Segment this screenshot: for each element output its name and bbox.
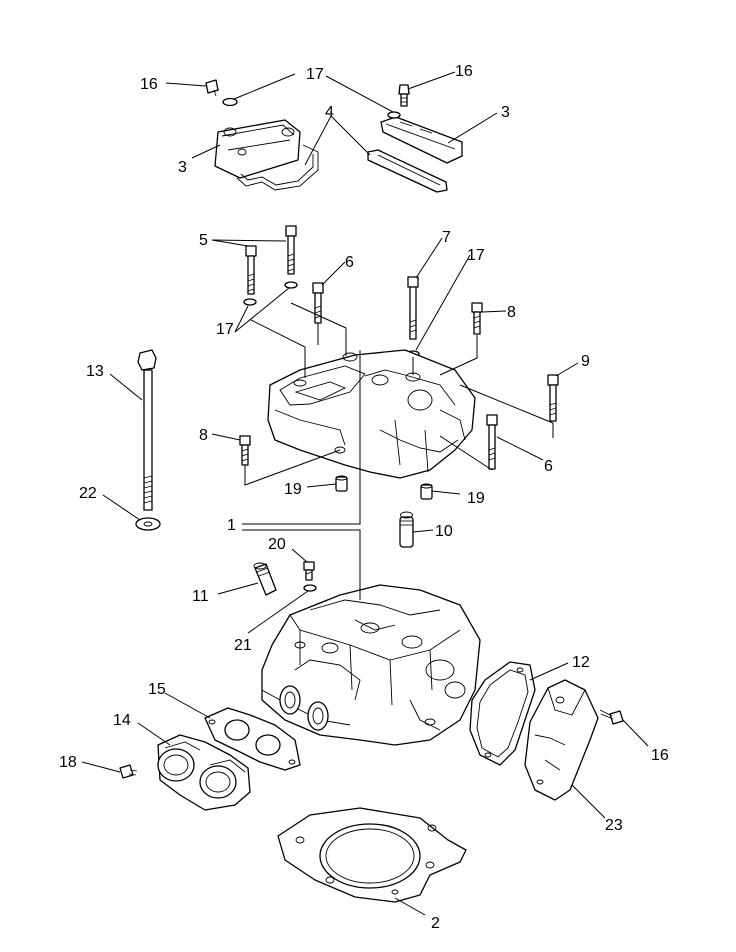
- callout-7: 7: [442, 229, 451, 246]
- washer-21: [303, 584, 317, 592]
- callout-20: 20: [268, 536, 286, 553]
- cylinder-head: [261, 584, 481, 746]
- callout-22: 22: [79, 485, 97, 502]
- bolt-7: [407, 276, 419, 340]
- callout-8-upper: 8: [507, 304, 516, 321]
- valve-cover-right: [380, 116, 463, 164]
- callout-14: 14: [113, 712, 131, 729]
- callout-3-right: 3: [501, 104, 510, 121]
- callout-17-top: 17: [306, 66, 324, 83]
- washer-17-top-left: [222, 97, 238, 107]
- bolt-16-lower: [599, 709, 624, 725]
- valve-cover-gasket-left: [236, 144, 319, 191]
- callout-17-right: 17: [467, 247, 485, 264]
- bolt-16-top-left: [205, 79, 220, 97]
- bolt-8-lower: [239, 435, 251, 466]
- bolt-18: [119, 764, 138, 779]
- camshaft-carrier: [267, 349, 476, 479]
- washer-17-b: [284, 281, 298, 289]
- callout-2: 2: [431, 915, 440, 932]
- callout-19-right: 19: [467, 490, 485, 507]
- callout-1: 1: [227, 517, 236, 534]
- callout-19-left: 19: [284, 481, 302, 498]
- intake-gasket-15: [204, 707, 301, 771]
- bolt-20: [303, 561, 315, 581]
- bolt-9: [547, 374, 559, 422]
- valve-guide-10: [399, 511, 414, 548]
- long-bolt-13: [137, 349, 157, 511]
- callout-16-top-right: 16: [455, 63, 473, 80]
- head-gasket-2: [277, 807, 467, 903]
- callout-5: 5: [199, 232, 208, 249]
- dowel-19-left: [335, 475, 348, 492]
- washer-17-top-right: [387, 111, 401, 119]
- callout-3-left: 3: [178, 159, 187, 176]
- valve-guide-11: [253, 562, 277, 596]
- callout-15: 15: [148, 681, 166, 698]
- callout-4: 4: [325, 104, 334, 121]
- callout-6-upper: 6: [345, 254, 354, 271]
- bolt-5-right: [285, 225, 297, 275]
- bolt-6-lower: [486, 414, 498, 470]
- washer-22: [135, 517, 161, 531]
- valve-cover-gasket-right: [367, 149, 448, 193]
- callout-6-lower: 6: [544, 458, 553, 475]
- callout-10: 10: [435, 523, 453, 540]
- callout-8-lower: 8: [199, 427, 208, 444]
- leader-lines: [81, 71, 649, 916]
- bolt-5-left: [245, 245, 257, 295]
- water-pump-gasket-12: [469, 661, 536, 766]
- callout-16-top-left: 16: [140, 76, 158, 93]
- callout-18: 18: [59, 754, 77, 771]
- pump-cover-23: [524, 679, 599, 801]
- intake-manifold-14: [157, 734, 251, 811]
- callout-23: 23: [605, 817, 623, 834]
- washer-17-a: [243, 298, 257, 306]
- callout-13: 13: [86, 363, 104, 380]
- callout-21: 21: [234, 637, 252, 654]
- bolt-8-upper: [471, 302, 483, 335]
- callout-9: 9: [581, 353, 590, 370]
- callout-16-lower: 16: [651, 747, 669, 764]
- callout-17-left: 17: [216, 321, 234, 338]
- callout-11: 11: [192, 588, 209, 605]
- bolt-16-top-right: [398, 84, 410, 107]
- valve-cover-left: [214, 119, 301, 179]
- callout-12: 12: [572, 654, 590, 671]
- dowel-19-right: [420, 483, 433, 500]
